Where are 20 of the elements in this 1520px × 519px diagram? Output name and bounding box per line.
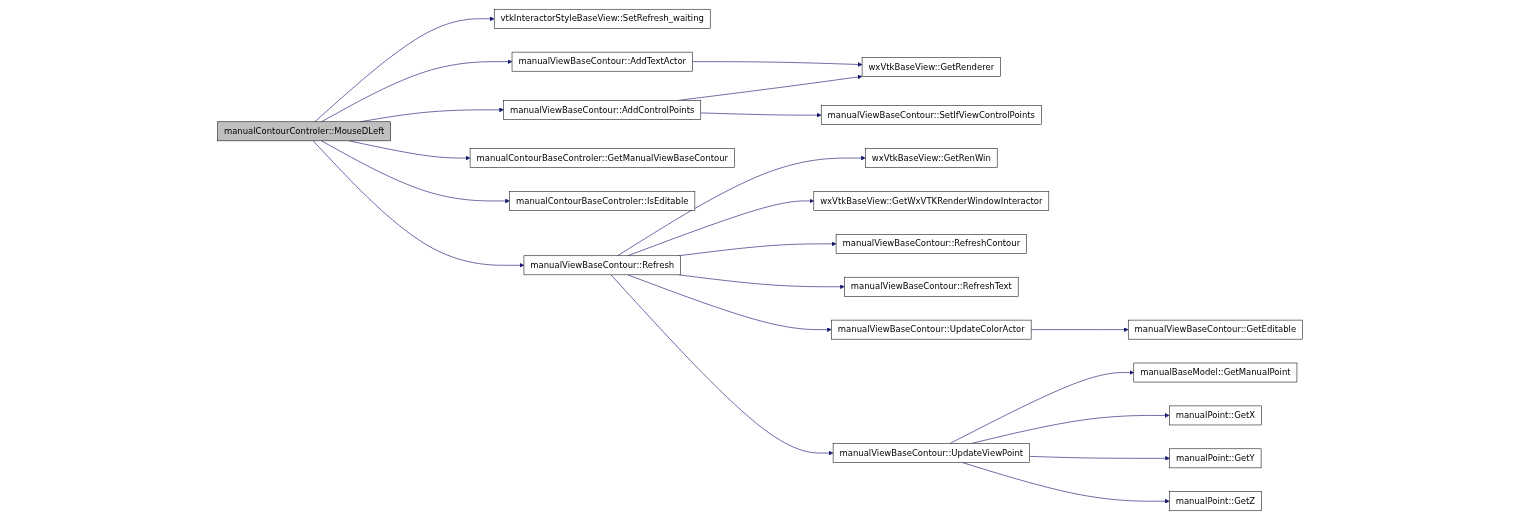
node-box: manualViewBaseContour::RefreshText (844, 276, 1019, 297)
node-box: manualViewBaseContour::SetIfViewControlPoints (820, 104, 1042, 125)
node-box: wxVtkBaseView::GetRenderer (861, 56, 1001, 77)
node-box: vtkInteractorStyleBaseView::SetRefresh_waiting (493, 8, 711, 29)
node-box: manualViewBaseContour::GetEditable (1127, 319, 1303, 339)
node-box: manualViewBaseContour::UpdateColorActor (831, 319, 1032, 339)
node-box: manualViewBaseContour::Refresh (523, 255, 681, 275)
node-box: manualContourControler::MouseDLeft (217, 121, 391, 141)
node-box: manualContourBaseControler::GetManualViewBaseContour (469, 147, 735, 168)
node-box: wxVtkBaseView::GetRenWin (865, 147, 998, 168)
node-box: manualPoint::GetZ (1169, 490, 1262, 511)
node-box: manualViewBaseContour::AddTextActor (511, 51, 693, 71)
node-box: manualBaseModel::GetManualPoint (1133, 362, 1298, 382)
node-box: manualViewBaseContour::RefreshContour (835, 233, 1027, 254)
node-box: manualViewBaseContour::AddControlPoints (503, 99, 702, 120)
node-box: manualPoint::GetY (1169, 448, 1262, 468)
node-box: manualContourBaseControler::IsEditable (509, 190, 696, 211)
node-box: manualPoint::GetX (1169, 405, 1262, 425)
node-box: manualViewBaseContour::UpdateViewPoint (832, 442, 1030, 463)
node-box: wxVtkBaseView::GetWxVTKRenderWindowInteractor (813, 190, 1050, 211)
